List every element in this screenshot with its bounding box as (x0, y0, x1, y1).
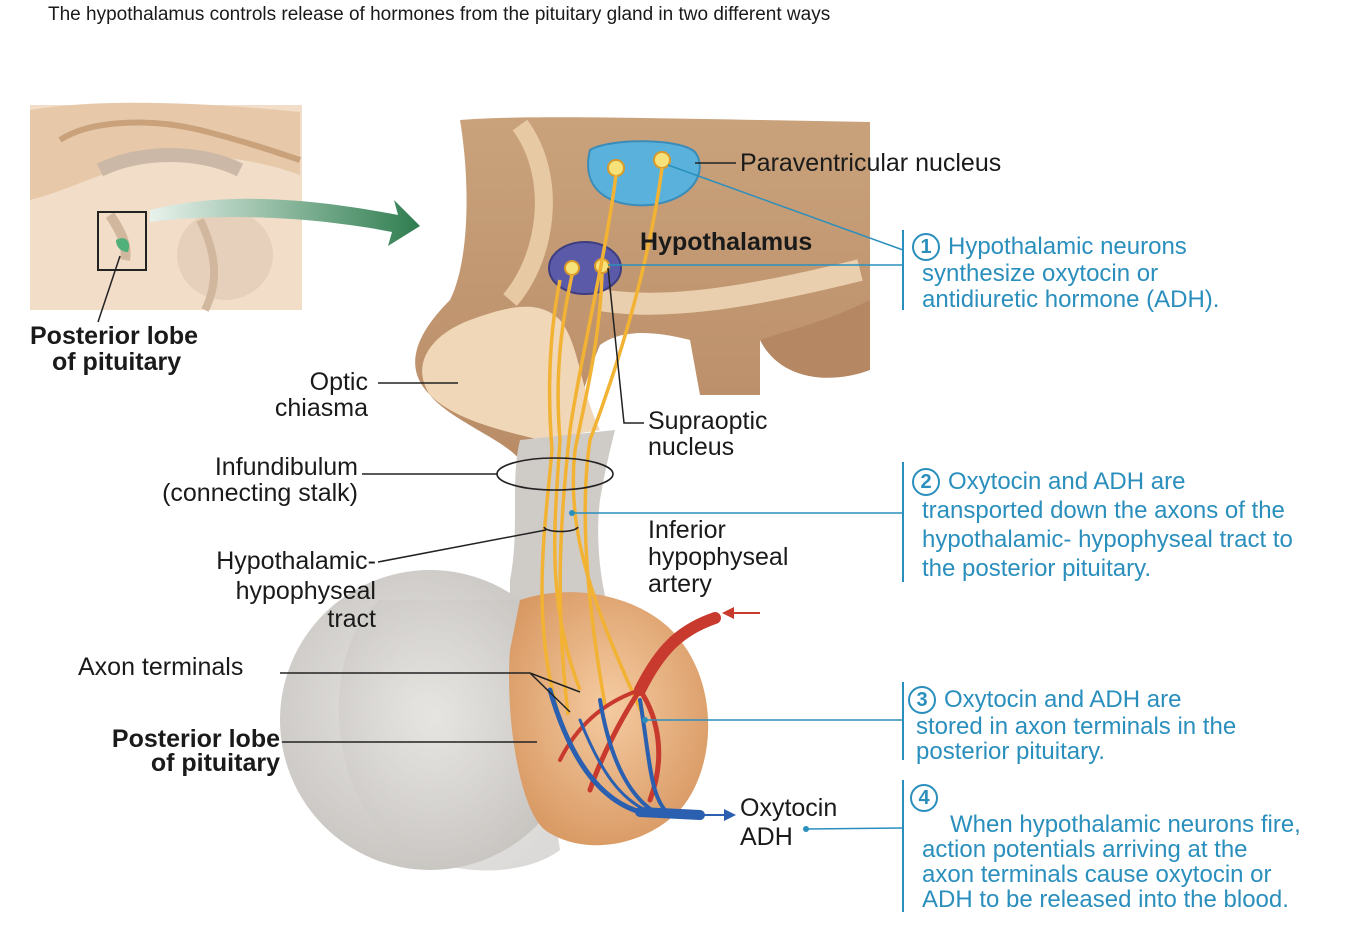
label-optic-1: Optic (309, 368, 368, 396)
hypothalamic-hypophyseal-tract (540, 167, 664, 721)
tract-bracket (543, 526, 579, 533)
label-oxytocin: Oxytocin (740, 794, 838, 822)
label-artery-3: artery (648, 570, 712, 598)
step-3-line-3: posterior pituitary. (916, 738, 1105, 765)
step-1-number: 1 (912, 233, 940, 261)
step4-dot (803, 826, 809, 832)
step-1-line-1: Hypothalamic neurons (948, 233, 1187, 260)
step-leader-lines (572, 164, 904, 830)
step-4-line-3: axon terminals cause oxytocin or (922, 861, 1272, 888)
step2-bar (902, 462, 904, 582)
label-adh: ADH (740, 823, 793, 851)
step-4-line-4: ADH to be released into the blood. (922, 886, 1289, 913)
label-inset-posterior-lobe-2: of pituitary (52, 348, 182, 376)
step-2: 2 Oxytocin and ADH are transported down t… (912, 467, 1293, 583)
step-3-line-2: stored in axon terminals in the (916, 713, 1237, 740)
label-tract-3: tract (327, 605, 376, 633)
label-infundibulum-2: (connecting stalk) (162, 479, 358, 507)
step-2-line-2: transported down the axons of the (922, 497, 1285, 524)
label-supraoptic-2: nucleus (648, 433, 735, 461)
step-2-number: 2 (912, 468, 940, 496)
step4-bar (902, 780, 904, 912)
label-artery-1: Inferior (648, 516, 726, 544)
label-artery-2: hypophyseal (648, 543, 789, 571)
label-infundibulum-1: Infundibulum (214, 453, 358, 481)
page-title: The hypothalamus controls release of hor… (48, 4, 831, 25)
step-3: 3 Oxytocin and ADH are stored in axon ter… (908, 686, 1236, 764)
zoom-arrow (150, 198, 420, 246)
label-paraventricular-nucleus: Paraventricular nucleus (740, 149, 1002, 177)
step2-dot (569, 510, 575, 516)
vein (547, 687, 705, 820)
step-1-line-3: antidiuretic hormone (ADH). (922, 286, 1220, 313)
leader-inset-posterior (97, 255, 121, 323)
step-2-line-4: the posterior pituitary. (922, 555, 1151, 582)
label-supraoptic-1: Supraoptic (648, 407, 768, 435)
step3-bar (902, 682, 904, 760)
label-axon-terminals: Axon terminals (78, 653, 244, 681)
step-2-line-1: Oxytocin and ADH are (948, 468, 1186, 495)
leader-lines (280, 162, 736, 743)
step-4: 4 When hypothalamic neurons fire, action… (910, 784, 1301, 912)
label-posterior-lobe-2: of pituitary (150, 749, 280, 777)
step-2-line-3: hypothalamic- hypophyseal tract to (922, 526, 1293, 553)
label-posterior-lobe-1: Posterior lobe (111, 725, 280, 753)
hypothalamus-tissue (415, 117, 870, 460)
step-4-number: 4 (910, 784, 938, 812)
paraventricular-nucleus (587, 140, 701, 207)
step-4-line-1: When hypothalamic neurons fire, (950, 811, 1301, 838)
artery-arrow (722, 607, 760, 619)
step-3-line-1: Oxytocin and ADH are (944, 686, 1182, 713)
step-3-number: 3 (908, 686, 936, 714)
step1-bar (902, 230, 904, 310)
step-4-line-2: action potentials arriving at the (922, 836, 1248, 863)
step-1-line-2: synthesize oxytocin or (922, 260, 1159, 287)
label-inset-posterior-lobe-1: Posterior lobe (30, 322, 199, 350)
label-tract-2: hypophyseal (235, 577, 376, 605)
posterior-lobe (509, 592, 709, 846)
label-optic-2: chiasma (274, 394, 368, 422)
step-1: 1 Hypothalamic neurons synthesize oxytoci… (912, 233, 1219, 313)
release-arrow (700, 809, 736, 821)
label-hypothalamus: Hypothalamus (640, 228, 813, 256)
label-tract-1: Hypothalamic- (216, 547, 376, 575)
step3-dot (642, 717, 648, 723)
